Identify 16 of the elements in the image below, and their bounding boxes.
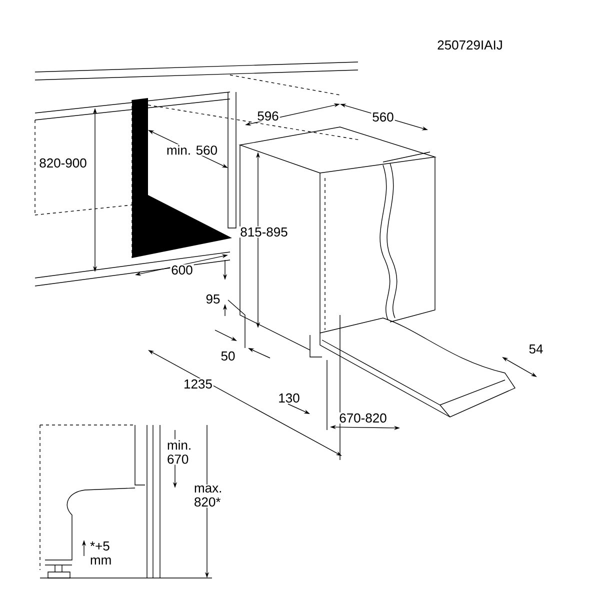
dimension-label: 50 bbox=[220, 350, 236, 362]
dimension-label: min. 560 bbox=[165, 144, 219, 156]
dimension-label: 130 bbox=[277, 392, 301, 404]
code-label: 250729IAIJ bbox=[436, 39, 504, 51]
dimension-label: max. 820* bbox=[193, 484, 231, 508]
dimension-label: 560 bbox=[371, 111, 395, 123]
dimension-label: 95 bbox=[204, 293, 222, 305]
dimension-label: 670-820 bbox=[338, 412, 388, 424]
dimension-label: 820-900 bbox=[38, 157, 88, 169]
dimension-label: 596 bbox=[256, 110, 280, 122]
dimension-label: 1235 bbox=[182, 378, 214, 390]
dimension-label: 600 bbox=[170, 264, 194, 276]
dimension-label: 815-895 bbox=[239, 226, 289, 238]
dimension-label: *+5 mm bbox=[89, 540, 119, 566]
dimension-label: 54 bbox=[528, 343, 544, 355]
dimension-label: min. 670 bbox=[166, 439, 198, 465]
